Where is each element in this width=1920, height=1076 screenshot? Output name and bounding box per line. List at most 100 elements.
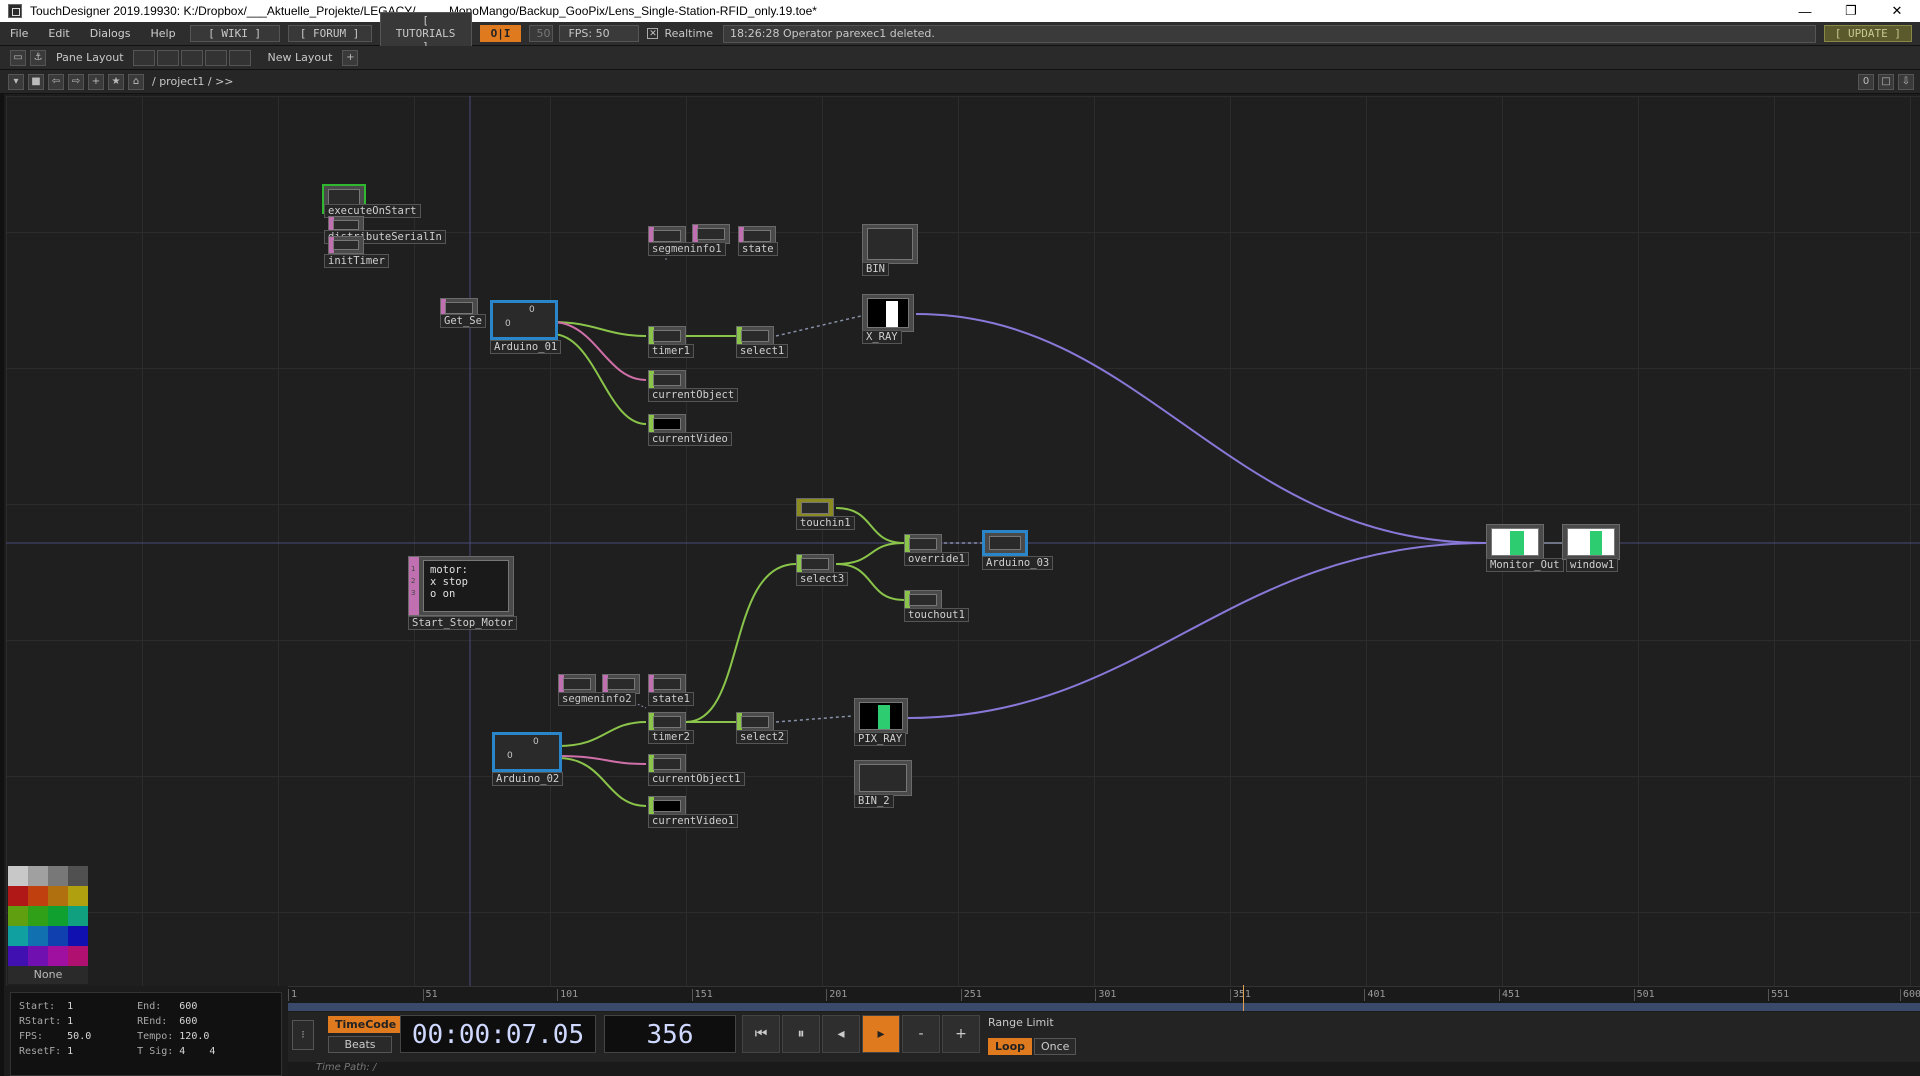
home-icon[interactable]: ⌂	[128, 73, 144, 90]
layout-split-horizontal-button[interactable]	[180, 49, 203, 66]
timeline-tick: 101	[557, 989, 578, 1001]
forum-button[interactable]: [ FORUM ]	[287, 25, 372, 42]
wiki-button[interactable]: [ WIKI ]	[189, 25, 280, 42]
color-swatch[interactable]	[8, 946, 28, 966]
node-label: select3	[796, 572, 849, 586]
color-swatch[interactable]	[68, 926, 88, 946]
beats-button[interactable]: Beats	[328, 1036, 392, 1053]
maximize-pane-icon[interactable]: □	[1878, 73, 1894, 90]
minimize-button[interactable]: —	[1798, 3, 1812, 19]
pause-button[interactable]: ⏸	[782, 1015, 820, 1053]
layout-split-vertical-button[interactable]	[156, 49, 179, 66]
color-swatch[interactable]	[48, 866, 68, 886]
arduino01-value-b: 0	[505, 319, 511, 329]
layout-four-pane-button[interactable]	[228, 49, 251, 66]
color-none-button[interactable]: None	[8, 966, 88, 984]
maximize-button[interactable]: ❐	[1845, 3, 1857, 18]
realtime-checkbox[interactable]: ✕	[647, 28, 659, 39]
color-swatch[interactable]	[48, 886, 68, 906]
wires-layer	[6, 96, 1920, 986]
realtime-label: Realtime	[664, 27, 714, 40]
color-swatch[interactable]	[28, 926, 48, 946]
pane-type-icon[interactable]: ▭	[10, 49, 26, 66]
zero-button[interactable]: 0	[1858, 73, 1874, 90]
new-layout-button[interactable]: +	[342, 49, 359, 66]
step-back-button[interactable]: ◂	[822, 1015, 860, 1053]
add-icon[interactable]: +	[88, 73, 104, 90]
arduino02-value-b: 0	[507, 751, 513, 761]
color-swatch[interactable]	[8, 866, 28, 886]
stop-icon[interactable]: ■	[28, 73, 44, 90]
rewind-button[interactable]: ⏮	[742, 1015, 780, 1053]
range-limit-label: Range Limit	[988, 1016, 1054, 1029]
motor-line-1: motor:	[430, 564, 468, 576]
cook-rate-field[interactable]: 50	[529, 25, 554, 42]
network-editor[interactable]: executeOnStart distributeSerialIn initTi…	[6, 96, 1920, 986]
decrement-button[interactable]: -	[902, 1015, 940, 1053]
update-button[interactable]: [ UPDATE ]	[1823, 25, 1912, 42]
timecode-button[interactable]: TimeCode	[328, 1016, 404, 1033]
tempo-value[interactable]: 120.0	[179, 1030, 210, 1042]
network-path[interactable]: / project1 / >>	[152, 75, 234, 88]
status-message: 18:26:28 Operator parexec1 deleted.	[723, 24, 1816, 43]
tsig-value[interactable]: 4 4	[179, 1044, 221, 1059]
playhead[interactable]	[1243, 985, 1245, 1011]
menu-dialogs[interactable]: Dialogs	[89, 27, 131, 40]
timecode-display[interactable]: 00:00:07.05	[400, 1015, 596, 1053]
play-button[interactable]: ▸	[862, 1015, 900, 1053]
forward-arrow-icon[interactable]: ⇨	[68, 73, 84, 90]
node-label: state	[738, 242, 778, 256]
pane-link-icon[interactable]: ⚓	[30, 49, 46, 66]
timeline-tick: 51	[422, 989, 438, 1001]
color-swatch[interactable]	[8, 906, 28, 926]
pane-menu-icon[interactable]: ▾	[8, 73, 24, 90]
start-value[interactable]: 1	[67, 1000, 74, 1012]
loop-button[interactable]: Loop	[988, 1038, 1032, 1055]
color-swatch[interactable]	[28, 886, 48, 906]
color-swatch[interactable]	[68, 906, 88, 926]
wire-select1-xray	[775, 315, 862, 337]
color-swatch[interactable]	[68, 866, 88, 886]
layout-single-button[interactable]	[132, 49, 155, 66]
tsig-label: T Sig:	[137, 1045, 174, 1057]
layout-three-pane-button[interactable]	[204, 49, 227, 66]
color-swatch[interactable]	[68, 886, 88, 906]
color-swatch[interactable]	[48, 926, 68, 946]
frame-display[interactable]: 356	[604, 1015, 736, 1053]
node-label: Arduino_02	[492, 772, 564, 786]
close-button[interactable]: ✕	[1891, 3, 1903, 18]
motor-linenum-3: 3	[411, 589, 416, 597]
color-swatch[interactable]	[48, 946, 68, 966]
once-button[interactable]: Once	[1034, 1038, 1077, 1055]
node-label: Start_Stop_Motor	[408, 616, 518, 630]
color-swatch[interactable]	[28, 946, 48, 966]
timeline-tick: 1	[288, 989, 297, 1001]
resetf-label: ResetF:	[19, 1045, 62, 1057]
color-swatch[interactable]	[28, 866, 48, 886]
menu-edit[interactable]: Edit	[48, 27, 70, 40]
timeline-side-button[interactable]: ⁝	[292, 1020, 314, 1050]
cook-toggle-button[interactable]: O|I	[479, 25, 522, 42]
color-swatch[interactable]	[68, 946, 88, 966]
rstart-value[interactable]: 1	[67, 1015, 74, 1027]
star-icon[interactable]: ★	[108, 73, 124, 90]
end-value[interactable]: 600	[179, 1000, 198, 1012]
window-title: TouchDesigner 2019.19930: K:/Dropbox/___…	[30, 4, 817, 18]
transport-controls: ⁝ TimeCode Beats 00:00:07.05 356 ⏮ ⏸ ◂ ▸…	[288, 1012, 1920, 1062]
color-swatch[interactable]	[48, 906, 68, 926]
download-icon[interactable]: ⇩	[1898, 73, 1914, 90]
menu-file[interactable]: File	[10, 27, 29, 40]
fps-value[interactable]: 50.0	[67, 1030, 92, 1042]
increment-button[interactable]: +	[942, 1015, 980, 1053]
resetf-value[interactable]: 1	[67, 1045, 74, 1057]
rend-value[interactable]: 600	[179, 1015, 198, 1027]
pane-layout-label: Pane Layout	[56, 51, 124, 64]
menu-help[interactable]: Help	[150, 27, 176, 40]
color-swatch[interactable]	[8, 926, 28, 946]
color-swatch[interactable]	[28, 906, 48, 926]
color-swatch[interactable]	[8, 886, 28, 906]
back-arrow-icon[interactable]: ⇦	[48, 73, 64, 90]
node-label: BIN	[862, 262, 889, 276]
timeline-range-bar[interactable]	[288, 985, 1920, 1011]
time-path[interactable]: Time Path: /	[288, 1062, 1920, 1076]
